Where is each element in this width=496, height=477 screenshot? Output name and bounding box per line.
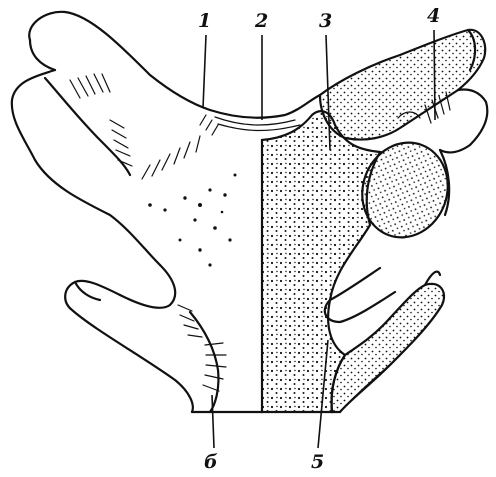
left-upper-lobe (29, 12, 210, 110)
right-half-section (262, 30, 487, 412)
surface-dots (148, 174, 236, 267)
label-4: 4 (427, 5, 440, 27)
label-6: б (204, 451, 218, 473)
left-outer-lobe (12, 70, 160, 265)
label-1: 1 (198, 10, 211, 32)
lower-right-lobe (332, 284, 444, 412)
fringe-hatching (70, 74, 226, 391)
upper-right-lobe (320, 30, 485, 140)
label-5: 5 (311, 451, 324, 473)
label-3: 3 (319, 10, 332, 32)
label-2: 2 (254, 10, 268, 32)
